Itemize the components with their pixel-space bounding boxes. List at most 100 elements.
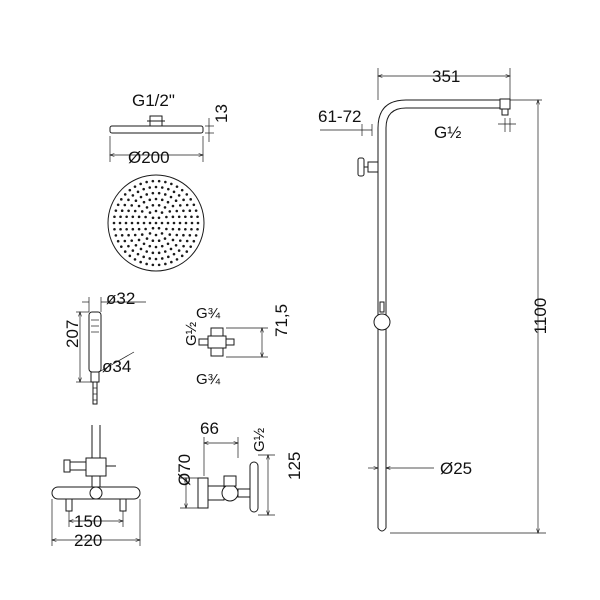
nozzle-dot — [170, 260, 173, 264]
nozzle-dot — [192, 203, 196, 207]
nozzle-dot — [174, 243, 178, 247]
nozzle-dot — [148, 198, 152, 202]
nozzle-dot — [142, 187, 145, 191]
nozzle-dot — [175, 209, 179, 213]
nozzle-dot — [151, 179, 155, 183]
column-height-label: 1100 — [531, 298, 550, 335]
nozzle-dot — [154, 233, 158, 237]
nozzle-dot — [164, 262, 167, 266]
mixer-side-top-outlet — [223, 475, 237, 487]
nozzle-dot — [182, 244, 185, 248]
nozzle-dot — [154, 185, 158, 189]
nozzle-dot — [165, 227, 168, 231]
nozzle-dot — [190, 221, 194, 225]
nozzle-dot — [157, 179, 161, 183]
nozzle-dot — [157, 216, 161, 220]
nozzle-dot — [160, 232, 164, 235]
nozzle-dot — [145, 193, 149, 196]
nozzle-dot — [142, 242, 146, 246]
nozzle-dot — [125, 215, 128, 219]
head-thread-label: G1/2" — [132, 91, 175, 110]
mixer-eccentric-right — [119, 498, 127, 512]
nozzle-dot — [174, 199, 178, 203]
nozzle-dot — [151, 226, 155, 230]
nozzle-dot — [144, 215, 147, 219]
mixer-inner-width-label: 150 — [74, 512, 102, 531]
nozzle-dot — [131, 194, 135, 197]
mixer-side-flange — [197, 477, 209, 509]
nozzle-dot — [163, 193, 167, 196]
nozzle-dot — [130, 204, 134, 207]
diverter-body — [207, 335, 227, 349]
column-head-thread-label: G½ — [434, 123, 461, 142]
mixer-side-cartridge — [221, 484, 239, 502]
nozzle-dot — [163, 237, 167, 240]
nozzle-dot — [166, 221, 170, 225]
shower-head-side-view: G1/2" 13 Ø200 — [109, 91, 231, 167]
nozzle-dot — [154, 209, 158, 213]
nozzle-dot — [167, 255, 170, 259]
diverter-top-outlet — [210, 327, 224, 337]
nozzle-dot — [154, 221, 158, 225]
nozzle-dot — [148, 186, 152, 189]
nozzle-dot — [182, 198, 185, 202]
nozzle-dot — [145, 206, 149, 209]
head-nozzles — [112, 179, 200, 267]
head-thickness-label: 13 — [212, 104, 231, 123]
diverter-height-label: 71,5 — [272, 304, 291, 337]
shower-column-view: 351 G½ 61-72 Ø25 — [318, 67, 550, 533]
diverter-knob-stem — [225, 338, 235, 346]
nozzle-dot — [171, 215, 175, 219]
nozzle-dot — [163, 250, 167, 253]
nozzle-dot — [134, 199, 138, 203]
nozzle-dot — [160, 186, 164, 189]
nozzle-dot — [178, 239, 182, 242]
nozzle-dot — [189, 198, 192, 201]
head-face-circle — [107, 174, 205, 272]
nozzle-dot — [120, 245, 123, 248]
nozzle-dot — [137, 238, 141, 242]
nozzle-dot — [157, 191, 161, 195]
nozzle-dot — [182, 209, 185, 213]
nozzle-dot — [127, 233, 130, 237]
nozzle-dot — [113, 215, 116, 219]
nozzle-dot — [116, 239, 120, 243]
mixer-body-diameter-label: Ø70 — [175, 454, 194, 486]
diverter-top-thread-label: G¾ — [196, 305, 221, 322]
nozzle-dot — [123, 250, 127, 253]
nozzle-dot — [185, 203, 189, 207]
nozzle-dot — [128, 188, 132, 192]
column-head-connector — [501, 108, 509, 116]
nozzle-dot — [140, 210, 144, 213]
nozzle-dot — [196, 215, 199, 219]
nozzle-dot — [136, 190, 140, 194]
nozzle-dot — [145, 250, 149, 253]
nozzle-dot — [171, 238, 175, 242]
nozzle-dot — [125, 227, 128, 231]
nozzle-dot — [180, 188, 184, 192]
nozzle-dot — [139, 247, 143, 251]
nozzle-dot — [184, 215, 187, 219]
nozzle-dot — [194, 234, 198, 237]
nozzle-dot — [116, 203, 120, 207]
nozzle-dot — [137, 227, 141, 231]
nozzle-dot — [184, 221, 188, 225]
nozzle-dot — [151, 251, 155, 255]
nozzle-dot — [114, 209, 118, 212]
nozzle-dot — [148, 211, 152, 214]
nozzle-dot — [160, 244, 164, 248]
nozzle-dot — [133, 233, 137, 237]
nozzle-dot — [118, 221, 122, 225]
nozzle-dot — [184, 227, 187, 231]
nozzle-dot — [167, 187, 170, 191]
nozzle-dot — [139, 182, 142, 186]
nozzle-dot — [133, 185, 137, 188]
mixer-side-spout — [237, 488, 251, 498]
nozzle-dot — [142, 255, 145, 259]
nozzle-dot — [157, 263, 161, 267]
nozzle-dot — [148, 221, 152, 225]
nozzle-dot — [192, 239, 196, 243]
hand-shower-grip — [90, 371, 100, 383]
nozzle-dot — [148, 244, 152, 248]
